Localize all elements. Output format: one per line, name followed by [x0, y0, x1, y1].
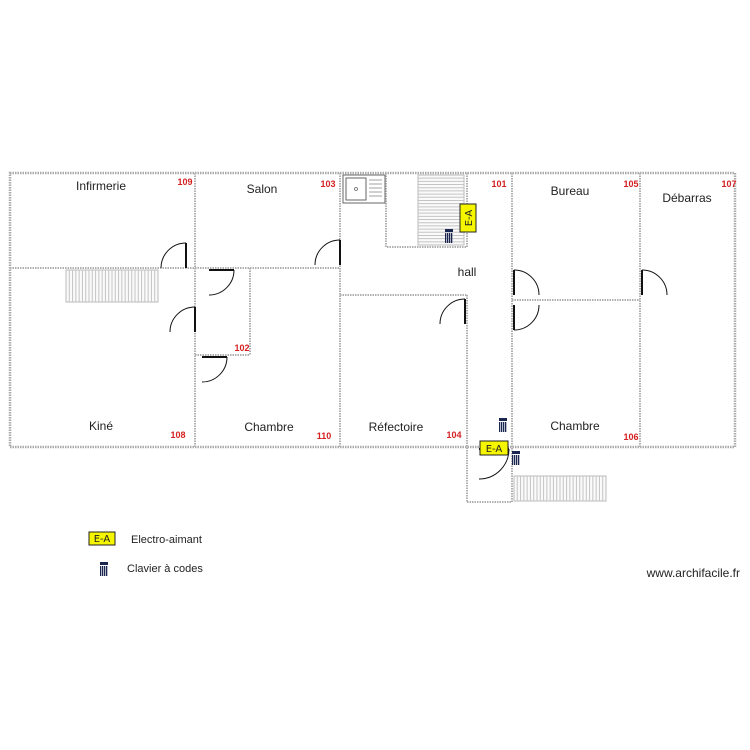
door-kine	[169, 306, 196, 333]
electro-aimant-top-label: E-A	[464, 210, 475, 227]
room-number-108: 108	[170, 430, 185, 440]
room-number-107: 107	[721, 179, 736, 189]
stairs-top	[417, 174, 465, 246]
door-infirmerie	[160, 242, 187, 269]
legend-electro-aimant-label: Electro-aimant	[131, 534, 202, 546]
room-number-103: 103	[320, 179, 335, 189]
door-bureau	[513, 269, 540, 296]
room-number-106: 106	[623, 432, 638, 442]
keypad-icon-hall	[499, 418, 507, 432]
electro-aimant-bottom: E-A	[479, 440, 509, 456]
room-number-109: 109	[177, 177, 192, 187]
keypad-icon-top	[445, 229, 453, 243]
room-label-salon: Salon	[247, 182, 278, 196]
legend-electro-aimant-icon: E-A	[88, 531, 116, 546]
room-label-infirmerie: Infirmerie	[76, 179, 126, 193]
keypad-icon-bottom	[512, 451, 520, 465]
walls	[8, 171, 737, 503]
room-number-104: 104	[446, 430, 461, 440]
keypad-icon-legend	[100, 562, 108, 576]
legend-clavier-label: Clavier à codes	[127, 563, 203, 575]
legend-electro-aimant-symbol: E-A	[94, 534, 111, 545]
stairs-bottom	[513, 475, 607, 502]
room-number-110: 110	[317, 431, 332, 441]
room-label-refectoire: Réfectoire	[369, 420, 424, 434]
door-chambre-106	[513, 304, 540, 331]
room-label-hall: hall	[458, 265, 477, 279]
room-label-bureau: Bureau	[551, 184, 590, 198]
outer-wall	[8, 171, 737, 449]
room-number-105: 105	[623, 179, 638, 189]
sink-icon	[342, 174, 386, 204]
door-salon	[314, 239, 341, 266]
room-number-102: 102	[234, 343, 249, 353]
watermark: www.archifacile.fr	[646, 566, 740, 580]
stairs-left	[65, 269, 159, 303]
door-102-top	[208, 269, 235, 296]
legend: E-A Electro-aimant Clavier à codes	[88, 531, 203, 576]
electro-aimant-bottom-label: E-A	[486, 444, 503, 455]
door-chambre-110	[201, 356, 228, 383]
room-number-101: 101	[491, 179, 506, 189]
electro-aimant-top: E-A	[459, 203, 477, 233]
room-label-chambre-106: Chambre	[550, 419, 600, 433]
door-debarras	[641, 269, 668, 296]
door-refectoire	[439, 298, 466, 325]
room-label-kine: Kiné	[89, 419, 113, 433]
room-label-chambre-110: Chambre	[244, 420, 294, 434]
room-label-debarras: Débarras	[662, 191, 711, 205]
